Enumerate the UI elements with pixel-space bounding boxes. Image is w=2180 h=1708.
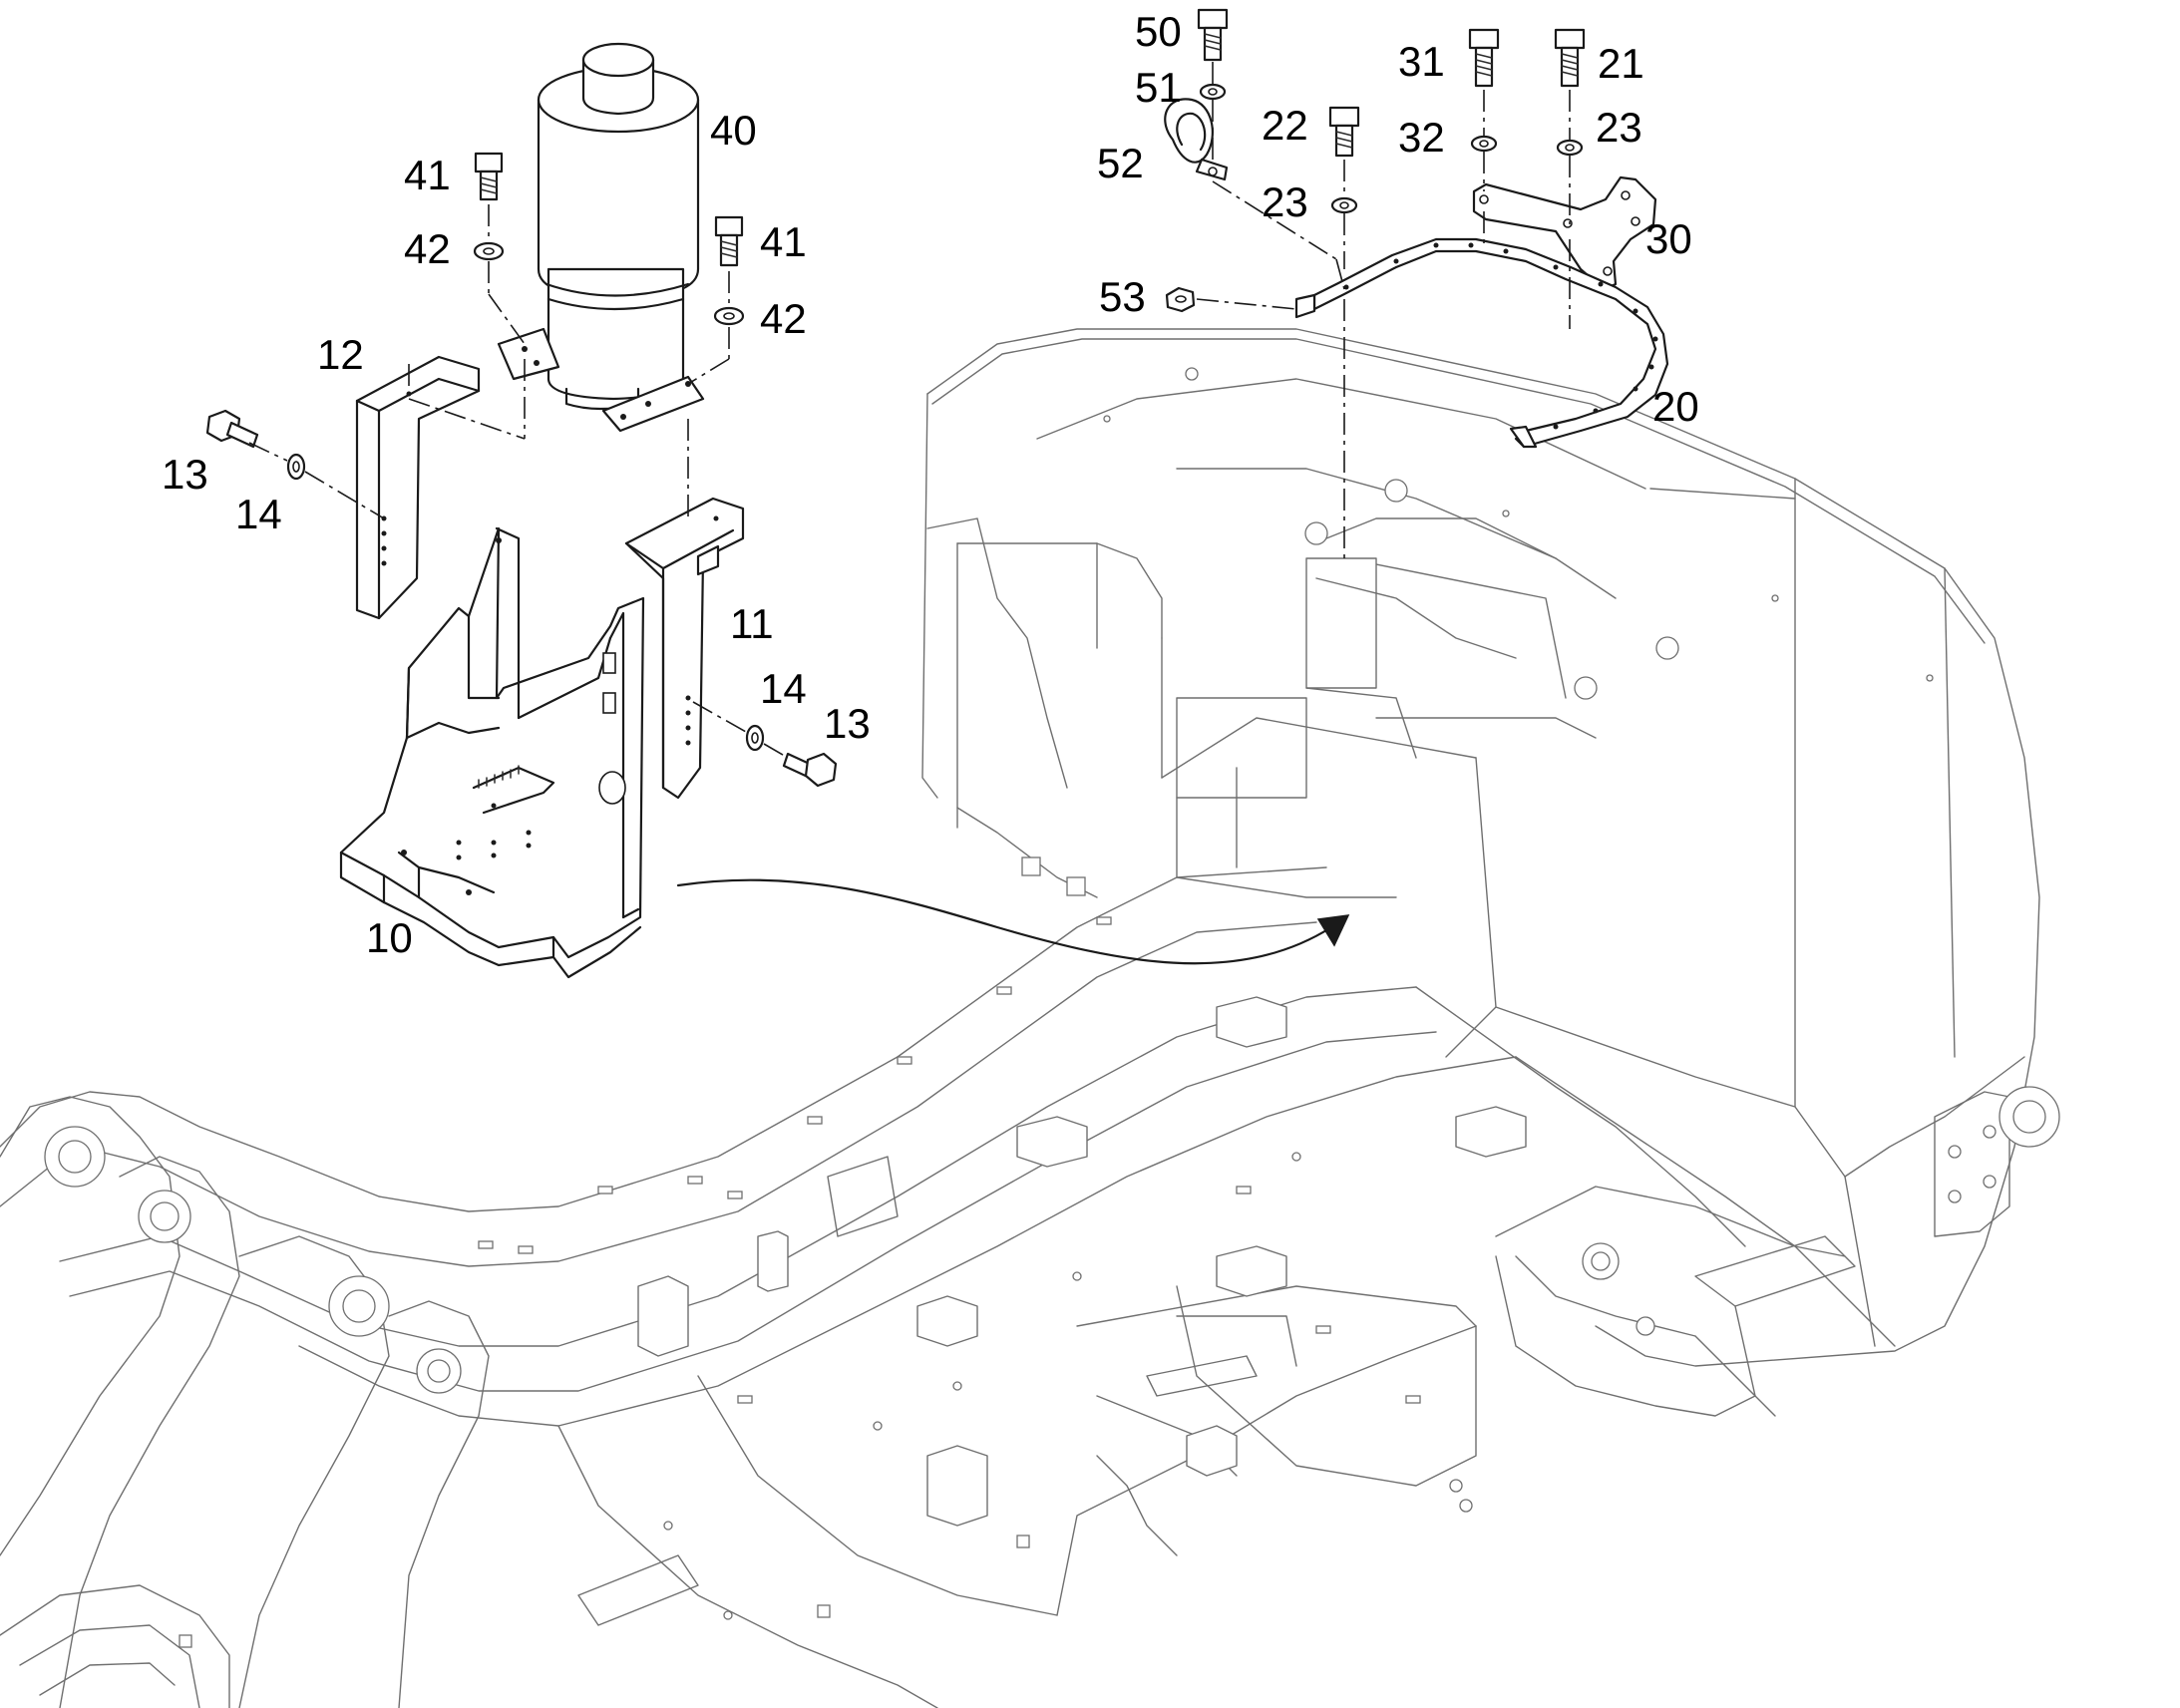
callout-10: 10 [366, 914, 413, 961]
callout-11: 11 [730, 600, 774, 647]
part-23-washer-right [1556, 139, 1584, 157]
part-23-washer-left [1330, 196, 1358, 214]
part-31-bolt [1468, 28, 1500, 88]
callout-22: 22 [1262, 102, 1308, 149]
callout-50: 50 [1135, 8, 1182, 55]
part-41-bolt-right [714, 215, 744, 267]
counterweight [921, 328, 2060, 1367]
part-30-plate [1472, 175, 1657, 291]
part-40-filter [497, 42, 705, 433]
part-53-nut [1165, 286, 1196, 313]
part-52-clamp [1164, 98, 1229, 181]
callout-53: 53 [1099, 273, 1146, 320]
callout-42-right: 42 [760, 295, 807, 342]
callout-41-left: 41 [404, 152, 451, 198]
callout-20: 20 [1652, 383, 1699, 430]
part-10-support-bracket [339, 526, 645, 979]
upper-frame-structure [0, 328, 2060, 1708]
callout-labels: 10 11 12 13 13 14 14 20 21 22 23 23 30 3… [162, 8, 1699, 961]
callout-12: 12 [317, 331, 364, 378]
part-42-washer-right [713, 306, 745, 326]
callout-13-right: 13 [824, 700, 871, 747]
part-50-bolt [1197, 8, 1229, 62]
callout-23-right: 23 [1596, 104, 1642, 151]
callout-30: 30 [1645, 215, 1692, 262]
callout-14-left: 14 [235, 491, 282, 537]
part-14-washer-right [745, 724, 765, 752]
part-51-washer [1199, 83, 1227, 101]
part-20-strap [1294, 237, 1669, 449]
part-22-bolt [1328, 106, 1360, 158]
part-42-washer-left [473, 241, 505, 261]
assembly-arrow [676, 878, 1350, 965]
part-14-washer-left [286, 453, 306, 481]
callout-14-right: 14 [760, 665, 807, 712]
part-21-bolt [1554, 28, 1586, 88]
assembly-centerlines [248, 62, 1571, 759]
part-13-bolt-left [205, 409, 259, 449]
callout-51: 51 [1135, 64, 1182, 111]
part-11-right-plate [624, 497, 745, 800]
part-32-washer [1470, 135, 1498, 153]
part-41-bolt-left [474, 152, 504, 201]
part-13-bolt-right [782, 752, 838, 788]
callout-52: 52 [1097, 140, 1144, 186]
callout-31: 31 [1398, 38, 1445, 85]
main-frame-beam [0, 866, 1896, 1708]
callout-23-left: 23 [1262, 178, 1308, 225]
callout-42-left: 42 [404, 225, 451, 272]
callout-13-left: 13 [162, 451, 208, 498]
callout-41-right: 41 [760, 218, 807, 265]
part-12-left-plate [355, 355, 481, 620]
callout-32: 32 [1398, 114, 1445, 161]
callout-21: 21 [1598, 40, 1644, 87]
callout-40: 40 [710, 107, 757, 154]
